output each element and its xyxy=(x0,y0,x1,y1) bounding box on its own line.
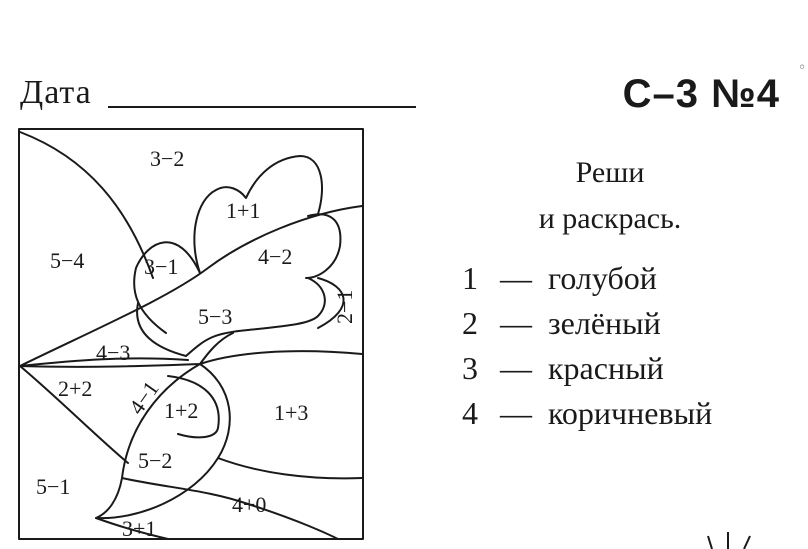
instruction-line-1: Реши xyxy=(575,156,645,189)
legend-dash: — xyxy=(500,395,532,431)
legend-color: зелёный xyxy=(548,305,661,341)
outline-inner-leaf xyxy=(167,375,220,439)
decorative-rays-icon xyxy=(707,532,751,549)
region-label[interactable]: 2+2 xyxy=(58,376,92,401)
outline-lobe-right xyxy=(317,277,345,329)
date-label: Дата xyxy=(20,74,92,111)
region-label[interactable]: 5−3 xyxy=(198,304,232,329)
exercise-code: С–3 №4 xyxy=(622,72,780,116)
outline-stem-bottom xyxy=(19,332,234,368)
outline-middle-body xyxy=(136,277,326,357)
legend-item: 1 — голубой xyxy=(462,256,712,301)
outline-bottom-left xyxy=(95,517,169,540)
coloring-picture-svg[interactable]: 3−2 1+1 5−4 3−1 4−2 2−1 5−3 4−3 2+2 4−1 … xyxy=(18,128,366,542)
outline-wedge xyxy=(19,365,129,464)
outline-left-petal xyxy=(133,241,201,334)
outline-stem-top xyxy=(19,357,189,367)
region-label[interactable]: 1+2 xyxy=(164,398,198,423)
legend-color: красный xyxy=(548,350,664,386)
legend-color: коричневый xyxy=(548,395,713,431)
legend-color: голубой xyxy=(548,260,657,296)
legend-dash: — xyxy=(500,350,532,386)
legend-number: 3 xyxy=(462,350,478,386)
region-label[interactable]: 3+1 xyxy=(122,516,156,541)
outline-big-arc xyxy=(19,131,154,279)
outline-diagonal xyxy=(19,205,363,367)
instruction-line-2: и раскрась. xyxy=(538,202,682,235)
instructions: Реши и раскрась. xyxy=(420,150,800,242)
legend-item: 2 — зелёный xyxy=(462,301,712,346)
region-label[interactable]: 4−1 xyxy=(124,376,164,419)
region-label[interactable]: 4−2 xyxy=(258,244,292,269)
outline-bottom-right xyxy=(121,477,339,540)
outline-right-petal xyxy=(305,213,342,279)
picture-frame xyxy=(18,128,364,540)
legend-dash: — xyxy=(500,260,532,296)
outline-lower-leaf xyxy=(95,363,231,520)
legend-number: 1 xyxy=(462,260,478,296)
outline-flower-top xyxy=(193,155,323,274)
legend-dash: — xyxy=(500,305,532,341)
outline-right-upper xyxy=(199,350,363,365)
region-label[interactable]: 4+0 xyxy=(232,492,266,517)
region-label[interactable]: 5−1 xyxy=(36,474,70,499)
region-label[interactable]: 4−3 xyxy=(96,340,130,365)
outline-right-lower xyxy=(217,457,363,480)
region-label[interactable]: 5−4 xyxy=(50,248,84,273)
region-label[interactable]: 1+1 xyxy=(226,198,260,223)
legend-item: 3 — красный xyxy=(462,346,712,391)
legend-number: 4 xyxy=(462,395,478,431)
corner-mark: ◦ xyxy=(798,60,807,76)
region-label[interactable]: 5−2 xyxy=(138,448,172,473)
date-line[interactable] xyxy=(108,106,416,108)
region-label[interactable]: 3−1 xyxy=(144,254,178,279)
coloring-picture[interactable]: 3−2 1+1 5−4 3−1 4−2 2−1 5−3 4−3 2+2 4−1 … xyxy=(18,128,366,542)
region-label[interactable]: 3−2 xyxy=(150,146,184,171)
legend-item: 4 — коричневый xyxy=(462,391,712,436)
region-label[interactable]: 2−1 xyxy=(332,290,357,324)
legend-number: 2 xyxy=(462,305,478,341)
region-label[interactable]: 1+3 xyxy=(274,400,308,425)
color-legend: 1 — голубой 2 — зелёный 3 — красный 4 — коричнев… xyxy=(462,256,712,436)
